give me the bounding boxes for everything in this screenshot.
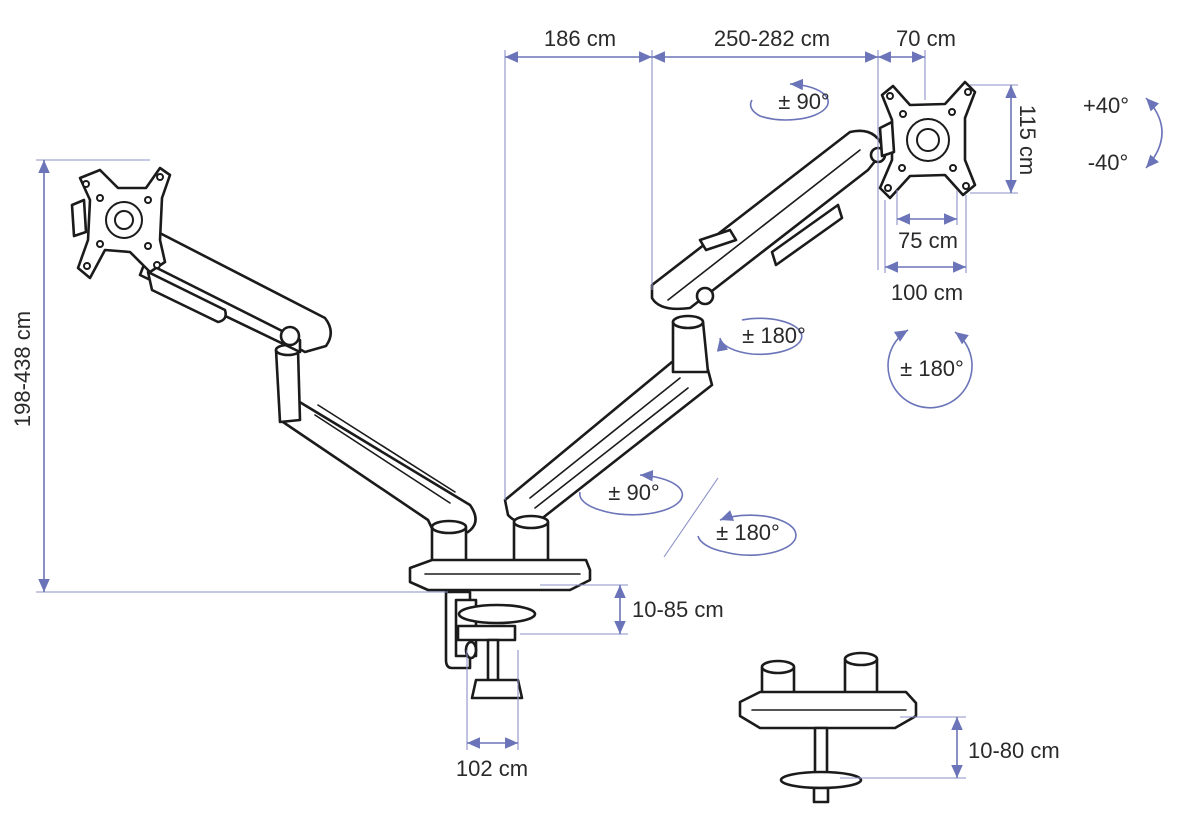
label-pole-height: 198-438 cm: [10, 311, 35, 427]
rotation-labels: ± 90° +40° -40° ± 180° ± 180° ± 90° ± 18…: [608, 89, 1129, 545]
rotation-arcs: [578, 78, 1163, 556]
label-arm-reach: 250-282 cm: [714, 26, 830, 51]
grommet-mount-base: [738, 651, 918, 804]
label-vesa-small: 75 cm: [898, 228, 958, 253]
label-base-rotation: ± 180°: [716, 520, 780, 545]
dimension-lines: [36, 50, 1018, 779]
label-clamp-range: 10-85 cm: [632, 597, 724, 622]
label-vesa-height: 115 cm: [1015, 105, 1040, 176]
label-base-swivel: ± 90°: [608, 480, 659, 505]
dimension-labels: 186 cm 250-282 cm 70 cm 115 cm 75 cm 100…: [10, 26, 1060, 781]
label-arm-depth: 186 cm: [544, 26, 616, 51]
left-monitor-arm: [138, 226, 477, 547]
right-monitor-arm: [503, 129, 887, 525]
label-vesa-large: 100 cm: [891, 280, 963, 305]
label-elbow-rotation: ± 180°: [742, 323, 806, 348]
label-grommet-range: 10-80 cm: [968, 738, 1060, 763]
label-screen-rotation: ± 180°: [900, 356, 964, 381]
desk-clamp-base: [408, 514, 592, 700]
label-head-offset: 70 cm: [896, 26, 956, 51]
label-clamp-width: 102 cm: [456, 756, 528, 781]
label-swivel-top: ± 90°: [778, 89, 829, 114]
right-vesa-plate: [878, 80, 977, 200]
label-tilt-down: -40°: [1088, 150, 1129, 175]
label-tilt-up: +40°: [1083, 93, 1129, 118]
left-vesa-plate: [70, 166, 172, 280]
